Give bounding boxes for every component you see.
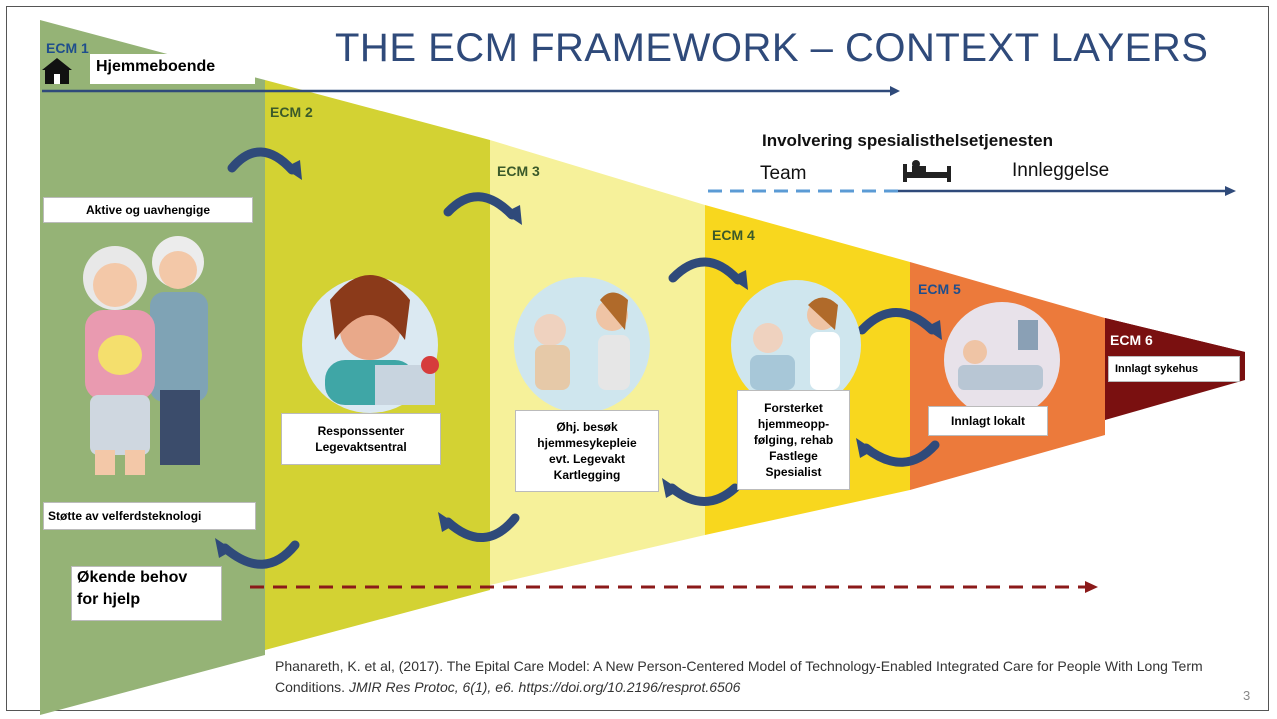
emergency-visit-box: Øhj. besøk hjemmesykepleie evt. Legevakt… xyxy=(515,410,659,492)
welfare-tech-text: Støtte av velferdsteknologi xyxy=(48,508,202,523)
emergency-visit-line-2: hjemmesykepleie xyxy=(537,435,637,450)
ecm1-label: ECM 1 xyxy=(46,40,89,56)
hospital-bed-icon xyxy=(900,160,955,186)
reinforced-line-2: hjemmeopp- xyxy=(757,416,830,431)
welfare-tech-box: Støtte av velferdsteknologi xyxy=(43,502,256,530)
citation: Phanareth, K. et al, (2017). The Epital … xyxy=(275,656,1215,698)
ecm5-label: ECM 5 xyxy=(918,281,961,297)
reinforced-line-4: Fastlege xyxy=(769,449,818,464)
reinforced-line-3: følging, rehab xyxy=(753,432,834,447)
curve-arrow-5-4 xyxy=(861,440,940,467)
hospital-text: Innlagt sykehus xyxy=(1115,362,1199,375)
local-admission-illustration xyxy=(944,302,1060,418)
response-center-line-2: Legevaktsentral xyxy=(315,440,407,454)
admission-arrow-head xyxy=(1225,186,1236,196)
increasing-need-line-2: for hjelp xyxy=(77,590,141,608)
admission-label: Innleggelse xyxy=(1012,160,1110,181)
ecm2-label: ECM 2 xyxy=(270,104,313,120)
citation-text: Phanareth, K. et al, (2017). The Epital … xyxy=(275,658,1203,695)
curve-arrow-4-3 xyxy=(667,483,740,506)
hospital-box: Innlagt sykehus xyxy=(1108,356,1240,382)
increasing-need-box: Økende behov for hjelp xyxy=(71,566,222,621)
emergency-visit-line-3: evt. Legevakt xyxy=(548,452,626,466)
curve-arrow-2-3 xyxy=(443,192,517,220)
ecm3-label: ECM 3 xyxy=(497,163,540,179)
page-title: THE ECM FRAMEWORK – CONTEXT LAYERS xyxy=(335,26,1209,70)
elderly-couple-illustration xyxy=(83,236,208,475)
response-center-box: Responssenter Legevaktsentral xyxy=(281,413,441,465)
reinforced-care-box: Forsterket hjemmeopp- følging, rehab Fas… xyxy=(737,390,850,490)
response-center-line-1: Responssenter xyxy=(317,423,405,438)
curve-arrow-3-4 xyxy=(668,257,743,285)
reinforced-line-1: Forsterket xyxy=(764,400,823,415)
curve-arrow-2-1 xyxy=(220,540,300,569)
reinforced-line-5: Spesialist xyxy=(765,465,822,480)
active-independent-box: Aktive og uavhengige xyxy=(43,197,253,223)
local-admission-text: Innlagt lokalt xyxy=(950,413,1025,428)
citation-reference: JMIR Res Protoc, 6(1), e6. https://doi.o… xyxy=(348,679,741,695)
page-number: 3 xyxy=(1243,688,1251,703)
curve-arrow-1-2 xyxy=(227,147,297,175)
emergency-visit-line-4: Kartlegging xyxy=(553,468,621,483)
local-admission-box: Innlagt lokalt xyxy=(928,406,1048,436)
active-independent-text: Aktive og uavhengige xyxy=(85,202,211,217)
house-icon-graphic xyxy=(42,58,72,84)
ecm6-label: ECM 6 xyxy=(1110,332,1153,348)
house-icon xyxy=(40,56,74,86)
home-label: Hjemmeboende xyxy=(90,54,255,84)
hospital-bed-icon-graphic xyxy=(903,160,951,182)
team-label: Team xyxy=(760,163,807,184)
curve-arrow-4-5 xyxy=(857,308,937,335)
ecm4-label: ECM 4 xyxy=(712,227,755,243)
need-arrow-head xyxy=(1085,581,1098,593)
emergency-visit-line-1: Øhj. besøk xyxy=(556,419,618,434)
specialist-heading: Involvering spesialisthelsetjenesten xyxy=(762,131,1054,150)
slide-frame xyxy=(6,6,1269,711)
curve-arrow-3-2 xyxy=(443,513,520,542)
increasing-need-line-1: Økende behov xyxy=(77,569,188,586)
home-arrow-head xyxy=(890,86,900,96)
